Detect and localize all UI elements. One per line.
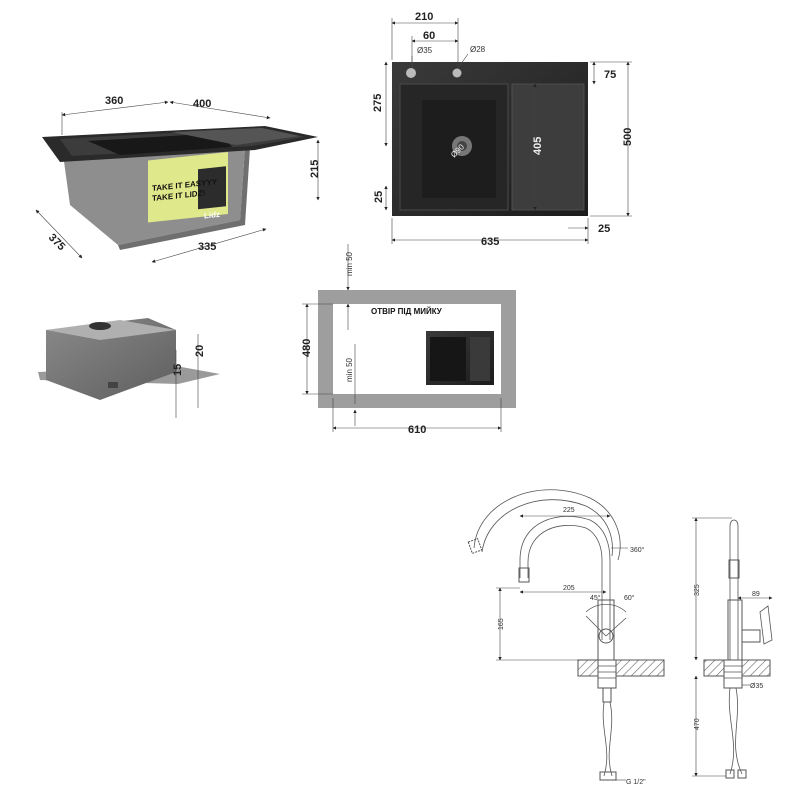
faucet-spout: [519, 516, 611, 640]
dim-line-335: [151, 228, 267, 263]
side-screw: [108, 382, 118, 388]
dim-line-375: [35, 209, 83, 259]
faucet-side-hose-left: [728, 687, 735, 775]
sink-side-view: 15 20: [38, 318, 220, 418]
dim-hole-28: Ø28: [470, 45, 486, 54]
dim-25-right: 25: [598, 223, 610, 235]
tap-hole-35: [406, 68, 416, 78]
faucet-swing-arc-inner: [481, 499, 613, 557]
dim-275: 275: [372, 94, 384, 112]
dim-405: 405: [532, 137, 544, 155]
dim-610: 610: [408, 424, 426, 436]
sink-bowl-opening: [88, 133, 232, 155]
hose-fitting: [599, 771, 617, 781]
faucet-side-handle: [741, 629, 761, 643]
dim-400: 400: [193, 98, 211, 110]
cutout-title: ОТВІР ПІД МИЙКУ: [371, 307, 443, 316]
dim-325: 325: [694, 584, 701, 596]
dim-15: 15: [172, 364, 184, 376]
dim-min50-left: min 50: [345, 357, 354, 382]
dim-215: 215: [309, 160, 321, 178]
faucet-handle-left: [585, 615, 607, 637]
dim-25-left: 25: [373, 191, 385, 203]
dim-min50-top: min 50: [345, 251, 354, 276]
sink-top-view: 210 60 Ø35 Ø28 75 500 275 405 Ø90 25 635: [372, 11, 634, 248]
side-top: [46, 320, 176, 340]
faucet-front-view: 225 360° 205 45° 60° 165 G 1/2": [467, 489, 665, 786]
drain-inner: [457, 141, 467, 151]
cutout-sink-bowl: [430, 337, 466, 381]
dim-89: 89: [752, 591, 760, 598]
dim-360: 360: [105, 95, 123, 107]
faucet-stud: [602, 687, 612, 703]
hose-fitting: [725, 769, 735, 779]
faucet-spout-inner: [527, 524, 603, 640]
dim-line-400: [169, 100, 271, 120]
sink-perspective-view: TAKE IT EASYYY TAKE IT LIDZ! Lidz 360 40…: [35, 95, 321, 263]
dim-35-base: Ø35: [750, 683, 763, 690]
faucet-handle-pivot: [598, 628, 614, 644]
faucet-side-lever: [759, 605, 773, 645]
faucet-hose-left: [602, 701, 608, 777]
faucet-mount-nut: [597, 659, 617, 689]
tap-hole-28: [452, 68, 462, 78]
dim-20: 20: [194, 345, 206, 357]
sink-drainer-panel: [511, 83, 585, 211]
dim-360-rotation: 360°: [630, 546, 645, 554]
faucet-side-nut: [723, 659, 743, 689]
dim-375: 375: [46, 232, 67, 253]
label-brand: Lidz: [204, 210, 220, 221]
dim-thread: G 1/2": [626, 779, 646, 786]
side-body: [46, 318, 176, 400]
dim-60: 60°: [624, 594, 635, 602]
dim-635: 635: [481, 236, 499, 248]
cutout-sink-drainer: [470, 337, 490, 381]
cutout-drawing: ОТВІР ПІД МИЙКУ min 50 min 50 480 610: [301, 244, 516, 436]
faucet-head: [518, 567, 530, 583]
side-drain-hole: [89, 322, 111, 330]
faucet-handle-arc: [585, 604, 627, 613]
faucet-handle-right: [605, 617, 627, 637]
hose-fitting: [737, 769, 747, 779]
faucet-counter: [577, 659, 665, 677]
dim-205: 205: [563, 585, 575, 592]
leader-line: [457, 53, 469, 69]
dim-470: 470: [694, 718, 701, 730]
dim-hole-35: Ø35: [417, 46, 433, 55]
faucet-side-hose-right: [735, 687, 743, 775]
faucet-side-view: 325 89 Ø35 470: [692, 517, 773, 779]
faucet-side-head: [728, 559, 740, 579]
dim-500: 500: [622, 128, 634, 146]
dim-165: 165: [498, 618, 505, 630]
dim-225: 225: [563, 507, 575, 514]
dim-line-360: [61, 100, 169, 117]
dim-45: 45°: [590, 594, 601, 602]
faucet-head-swing: [467, 538, 483, 554]
dim-335: 335: [198, 241, 216, 253]
label-photo: [198, 166, 226, 210]
faucet-swing-arc: [473, 489, 621, 561]
dim-75: 75: [604, 69, 616, 81]
dim-480: 480: [301, 339, 313, 357]
faucet-side-spout: [729, 519, 739, 660]
faucet-hose-right: [608, 701, 613, 777]
dim-60: 60: [423, 30, 435, 42]
sink-drainer: [172, 128, 300, 145]
dim-210: 210: [415, 11, 433, 23]
